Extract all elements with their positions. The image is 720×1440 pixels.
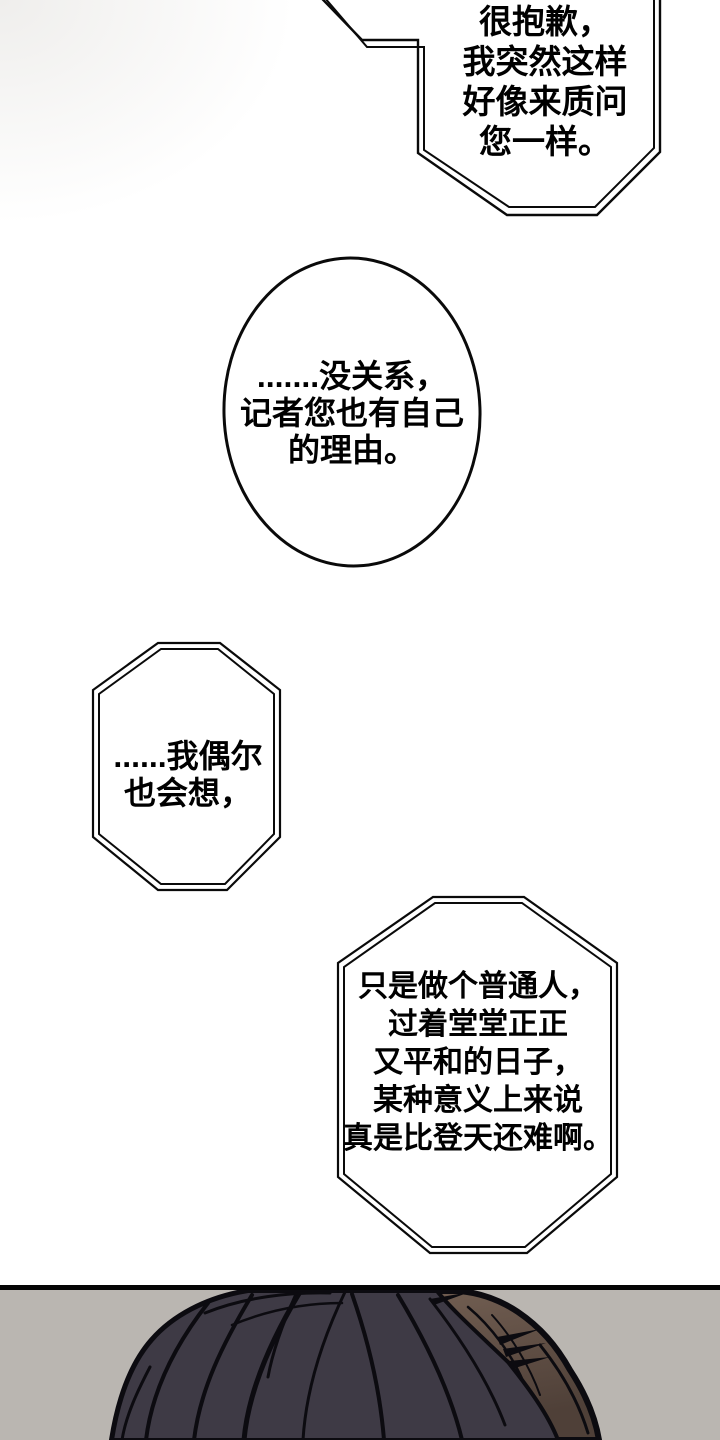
- dialogue-line: .......没关系，: [256, 358, 448, 394]
- dialogue-line: 又平和的日子，: [373, 1046, 583, 1079]
- dialogue-line: 您一样。: [479, 123, 611, 160]
- bubble-ordinary-life-shape: [336, 895, 619, 1255]
- bubble-no-matter-shape: [222, 256, 482, 568]
- dialogue-line: 某种意义上来说: [373, 1084, 583, 1117]
- dialogue-line: 好像来质问: [462, 83, 628, 120]
- dialogue-line: 真是比登天还难啊。: [343, 1122, 613, 1155]
- bubble-apology-text: 很抱歉， 我突然这样 好像来质问 您一样。: [425, 2, 665, 162]
- bubble-ordinary-life-text: 只是做个普通人， 过着堂堂正正 又平和的日子， 某种意义上来说 真是比登天还难啊…: [334, 968, 622, 1158]
- hair-part-swirl: [430, 1292, 550, 1369]
- dialogue-line: 很抱歉，: [479, 3, 611, 40]
- dialogue-line: 我突然这样: [462, 43, 628, 80]
- dialogue-line: 也会想，: [123, 775, 252, 811]
- character-head-art: [0, 1290, 720, 1440]
- character-hair: [110, 1290, 560, 1440]
- dialogue-line: 只是做个普通人，: [358, 970, 598, 1003]
- bubble-no-matter-text: .......没关系， 记者您也有自己 的理由。: [217, 358, 487, 469]
- bottom-panel: [0, 1285, 720, 1440]
- dialogue-line: ......我偶尔: [113, 738, 263, 774]
- hair-strands: [120, 1290, 590, 1440]
- bubble-sometimes-think-shape: [91, 641, 282, 892]
- dialogue-line: 记者您也有自己: [239, 395, 464, 431]
- bubble-sometimes-think-text: ......我偶尔 也会想，: [83, 738, 293, 812]
- dialogue-line: 的理由。: [287, 432, 416, 468]
- dialogue-line: 过着堂堂正正: [388, 1008, 568, 1041]
- bubble-apology-shape: [321, 0, 662, 217]
